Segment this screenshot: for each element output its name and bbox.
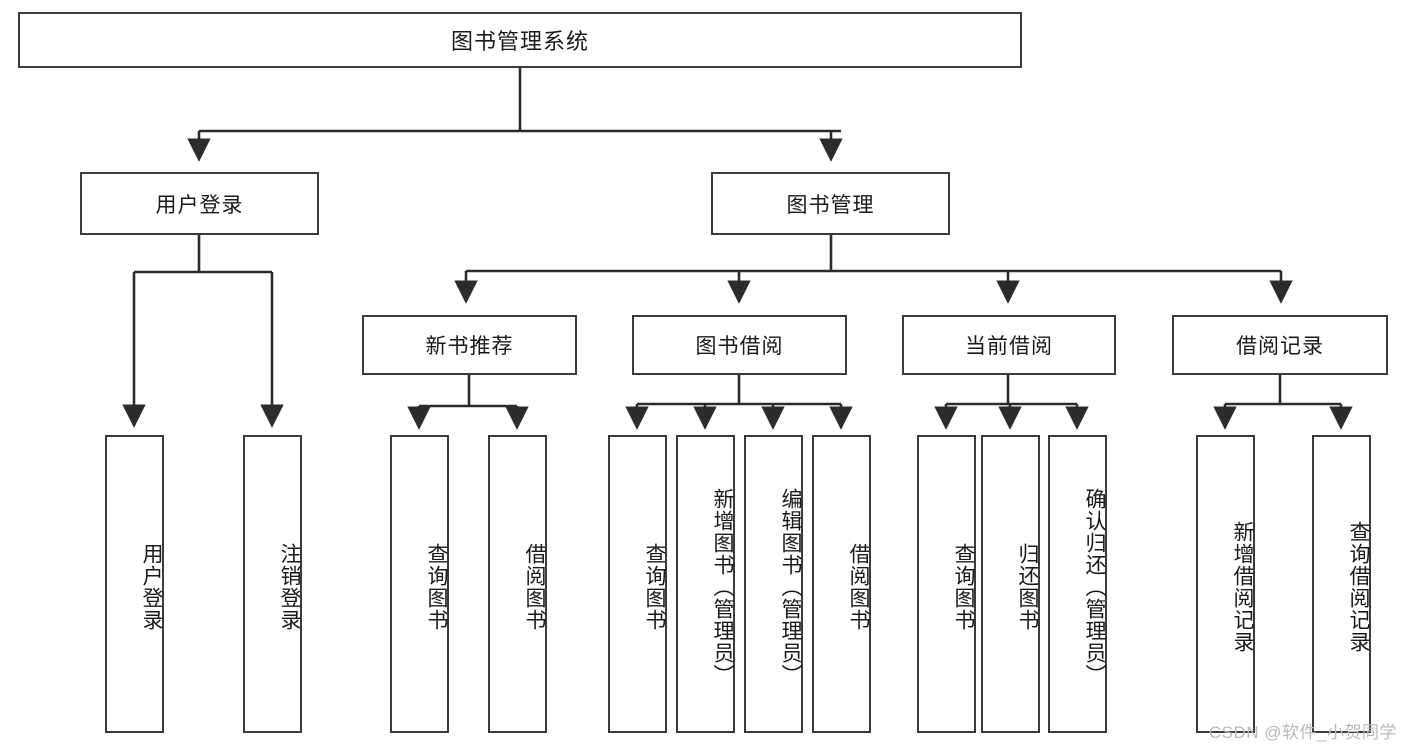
node-label: 归还图书 <box>1016 543 1039 631</box>
node-label: 图书管理系统 <box>450 29 589 54</box>
leaf-recommend-query-book[interactable]: 查询图书 <box>390 435 449 733</box>
node-label: 借阅图书 <box>847 543 870 631</box>
node-label: 新书推荐 <box>425 335 514 358</box>
node-new-book-recommend[interactable]: 新书推荐 <box>362 315 577 375</box>
watermark-text: CSDN @软件_小贺同学 <box>1208 723 1397 742</box>
node-label: 新增借阅记录 <box>1231 521 1254 653</box>
node-label: 新增图书（管理员） <box>711 488 734 686</box>
leaf-borrow-query-book[interactable]: 查询图书 <box>608 435 667 733</box>
leaf-recommend-borrow-book[interactable]: 借阅图书 <box>488 435 547 733</box>
leaf-borrow-borrow-book[interactable]: 借阅图书 <box>812 435 871 733</box>
node-root-system[interactable]: 图书管理系统 <box>18 12 1022 68</box>
node-label: 借阅记录 <box>1236 335 1324 358</box>
node-label: 借阅图书 <box>523 543 546 631</box>
leaf-user-login-signout[interactable]: 注销登录 <box>243 435 302 733</box>
leaf-borrow-add-book-admin[interactable]: 新增图书（管理员） <box>676 435 735 733</box>
node-label: 图书借阅 <box>695 335 784 358</box>
node-book-management[interactable]: 图书管理 <box>711 172 950 235</box>
leaf-current-return-book[interactable]: 归还图书 <box>981 435 1040 733</box>
node-label: 确认归还（管理员） <box>1083 488 1106 686</box>
node-label: 用户登录 <box>140 543 163 631</box>
node-current-borrow[interactable]: 当前借阅 <box>902 315 1116 375</box>
leaf-record-query-record[interactable]: 查询借阅记录 <box>1312 435 1371 733</box>
node-label: 查询借阅记录 <box>1347 521 1370 653</box>
node-label: 当前借阅 <box>965 335 1053 358</box>
node-user-login[interactable]: 用户登录 <box>80 172 319 235</box>
leaf-current-confirm-return-admin[interactable]: 确认归还（管理员） <box>1048 435 1107 733</box>
node-label: 图书管理 <box>786 193 875 217</box>
node-label: 查询图书 <box>643 543 666 631</box>
leaf-borrow-edit-book-admin[interactable]: 编辑图书（管理员） <box>744 435 803 733</box>
node-label: 查询图书 <box>952 543 975 631</box>
node-label: 查询图书 <box>425 543 448 631</box>
leaf-record-add-record[interactable]: 新增借阅记录 <box>1196 435 1255 733</box>
node-label: 用户登录 <box>155 193 244 217</box>
node-book-borrow[interactable]: 图书借阅 <box>632 315 847 375</box>
leaf-current-query-book[interactable]: 查询图书 <box>917 435 976 733</box>
leaf-user-login-signin[interactable]: 用户登录 <box>105 435 164 733</box>
node-borrow-record[interactable]: 借阅记录 <box>1172 315 1388 375</box>
node-label: 编辑图书（管理员） <box>779 488 802 686</box>
node-label: 注销登录 <box>278 543 301 631</box>
